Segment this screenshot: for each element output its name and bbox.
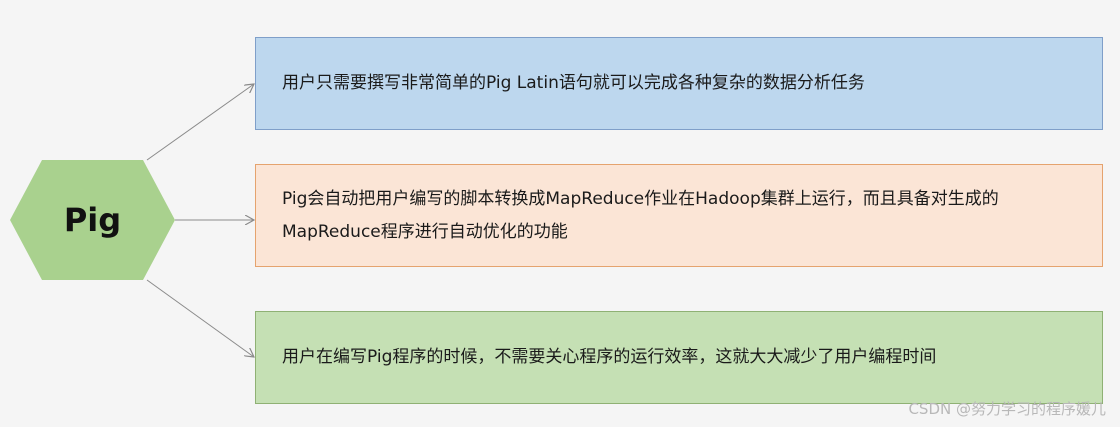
connector-arrow-3 <box>146 279 254 357</box>
connector-arrow-1 <box>146 84 254 161</box>
watermark: CSDN @努力学习的程序媛儿 <box>908 400 1106 418</box>
feature-box-auto-mapreduce: Pig会自动把用户编写的脚本转换成MapReduce作业在Hadoop集群上运行… <box>255 164 1103 267</box>
feature-box-simple-syntax: 用户只需要撰写非常简单的Pig Latin语句就可以完成各种复杂的数据分析任务 <box>255 37 1103 130</box>
feature-text-1: 用户只需要撰写非常简单的Pig Latin语句就可以完成各种复杂的数据分析任务 <box>282 73 865 93</box>
pig-hexagon <box>10 160 175 280</box>
feature-box-efficiency: 用户在编写Pig程序的时候，不需要关心程序的运行效率，这就大大减少了用户编程时间 <box>255 311 1103 404</box>
pig-label: Pig <box>63 201 122 239</box>
feature-text-2: Pig会自动把用户编写的脚本转换成MapReduce作业在Hadoop集群上运行… <box>282 188 999 242</box>
feature-text-3: 用户在编写Pig程序的时候，不需要关心程序的运行效率，这就大大减少了用户编程时间 <box>282 347 937 367</box>
